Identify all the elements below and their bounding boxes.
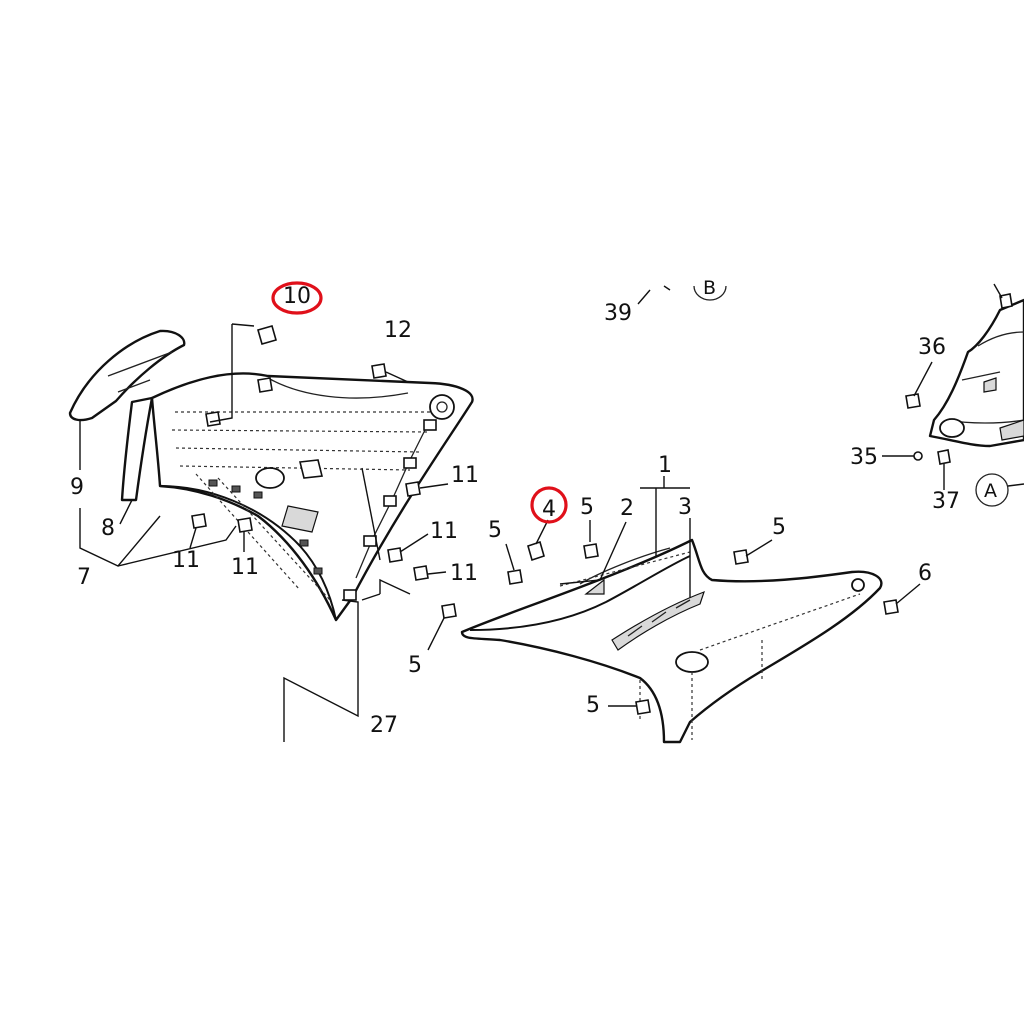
callout-35: 35 bbox=[850, 445, 878, 470]
center-cowling-assembly bbox=[441, 538, 899, 744]
fastener-10 bbox=[257, 325, 277, 345]
left-cowling-assembly bbox=[68, 325, 474, 622]
right-bracket bbox=[928, 298, 1024, 448]
right-labels: 36 35 37 A bbox=[850, 335, 997, 514]
center-leader-lines bbox=[427, 476, 921, 707]
callout-5-e: 5 bbox=[586, 693, 600, 718]
callout-9: 9 bbox=[70, 475, 84, 500]
callout-5-a: 5 bbox=[488, 518, 502, 543]
callout-10: 10 bbox=[283, 284, 311, 309]
part-9-cover bbox=[68, 329, 186, 422]
callout-7: 7 bbox=[77, 565, 91, 590]
highlight-circle-10 bbox=[271, 281, 323, 315]
part-8-strip bbox=[120, 396, 154, 502]
reference-b: B bbox=[703, 277, 716, 299]
callout-36: 36 bbox=[918, 335, 946, 360]
center-labels: 4 5 5 2 1 3 5 6 5 5 bbox=[408, 453, 932, 718]
left-leader-lines bbox=[79, 323, 449, 742]
callout-1: 1 bbox=[658, 453, 672, 478]
callout-37: 37 bbox=[932, 489, 960, 514]
center-lower-panel bbox=[460, 538, 883, 744]
fastener-4 bbox=[527, 540, 545, 562]
callout-5-d: 5 bbox=[408, 653, 422, 678]
reference-a: A bbox=[984, 480, 997, 502]
callout-6: 6 bbox=[918, 561, 932, 586]
right-assembly bbox=[882, 283, 1024, 507]
top-callouts: 39 B bbox=[604, 277, 727, 326]
left-side-panel bbox=[150, 372, 474, 622]
callout-4: 4 bbox=[542, 497, 556, 522]
callout-27: 27 bbox=[370, 713, 398, 738]
callout-11-c: 11 bbox=[450, 561, 478, 586]
callout-12: 12 bbox=[384, 318, 412, 343]
callout-8: 8 bbox=[101, 516, 115, 541]
callout-11-b: 11 bbox=[430, 519, 458, 544]
callout-2: 2 bbox=[620, 496, 634, 521]
callout-5-c: 5 bbox=[772, 515, 786, 540]
callout-3: 3 bbox=[678, 495, 692, 520]
callout-11-d: 11 bbox=[172, 548, 200, 573]
callout-5-b: 5 bbox=[580, 495, 594, 520]
highlight-circle-4 bbox=[530, 486, 568, 524]
left-labels: 10 12 9 8 7 11 11 11 11 11 27 bbox=[70, 281, 479, 738]
callout-11-a: 11 bbox=[451, 463, 479, 488]
callout-39: 39 bbox=[604, 301, 632, 326]
callout-11-e: 11 bbox=[231, 555, 259, 580]
